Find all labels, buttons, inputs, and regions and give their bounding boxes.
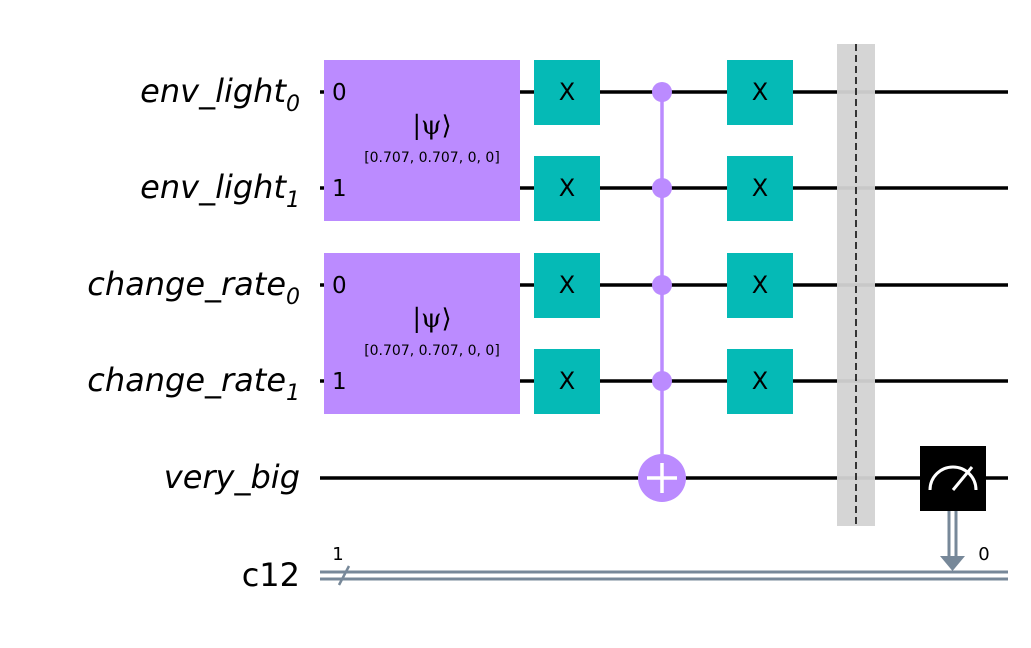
control-dot [652,82,672,102]
x-gates-column-2: X X X X [727,60,793,414]
barrier [837,44,875,526]
qubit-label-change-rate-1: change_rate1 [87,361,300,406]
register-labels: env_light0 env_light1 change_rate0 chang… [87,72,300,594]
measure-arrow-icon [940,556,965,571]
classical-register-label: c12 [242,556,300,594]
init-qubit-index-0: 0 [332,273,347,299]
init-qubit-index-1: 1 [332,176,347,202]
x-gate-label: X [559,367,575,395]
initialize-gate-box [324,253,520,414]
control-dot [652,371,672,391]
x-gate [727,60,793,125]
x-gate [534,156,600,221]
init-gate-params: [0.707, 0.707, 0, 0] [364,150,500,166]
control-dot [652,275,672,295]
x-gate [534,60,600,125]
qubit-label-env-light-0: env_light0 [140,72,300,117]
x-gates-column-1: X X X X [534,60,600,414]
x-gate-label: X [559,174,575,202]
qubit-label-very-big: very_big [164,458,300,496]
init-gate-title: |ψ⟩ [412,304,451,334]
measure-box [920,446,986,511]
x-gate-label: X [559,78,575,106]
x-gate [727,349,793,414]
classical-wire [320,565,1008,586]
x-gate-label: X [752,271,768,299]
init-gate-title: |ψ⟩ [412,111,451,141]
x-gate-label: X [752,367,768,395]
x-gate-label: X [752,78,768,106]
x-gate-label: X [559,271,575,299]
classical-register-size: 1 [332,544,343,565]
qubit-label-env-light-1: env_light1 [140,168,300,213]
measurement: 0 [920,446,990,571]
initialize-gate-box [324,60,520,221]
qubit-label-change-rate-0: change_rate0 [87,265,300,310]
control-dot [652,178,672,198]
multi-controlled-x-gate [638,82,686,502]
x-gate-label: X [752,174,768,202]
x-gate [727,253,793,318]
initialize-gate-2: 0 1 |ψ⟩ [0.707, 0.707, 0, 0] [324,253,520,414]
measure-gauge-icon [928,465,978,491]
initialize-gate-1: 0 1 |ψ⟩ [0.707, 0.707, 0, 0] [324,60,520,221]
classical-bit-index: 0 [978,544,989,565]
init-gate-params: [0.707, 0.707, 0, 0] [364,343,500,359]
init-qubit-index-1: 1 [332,369,347,395]
init-qubit-index-0: 0 [332,80,347,106]
bus-slash [337,565,351,586]
x-gate [534,253,600,318]
x-gate [534,349,600,414]
x-gate [727,156,793,221]
